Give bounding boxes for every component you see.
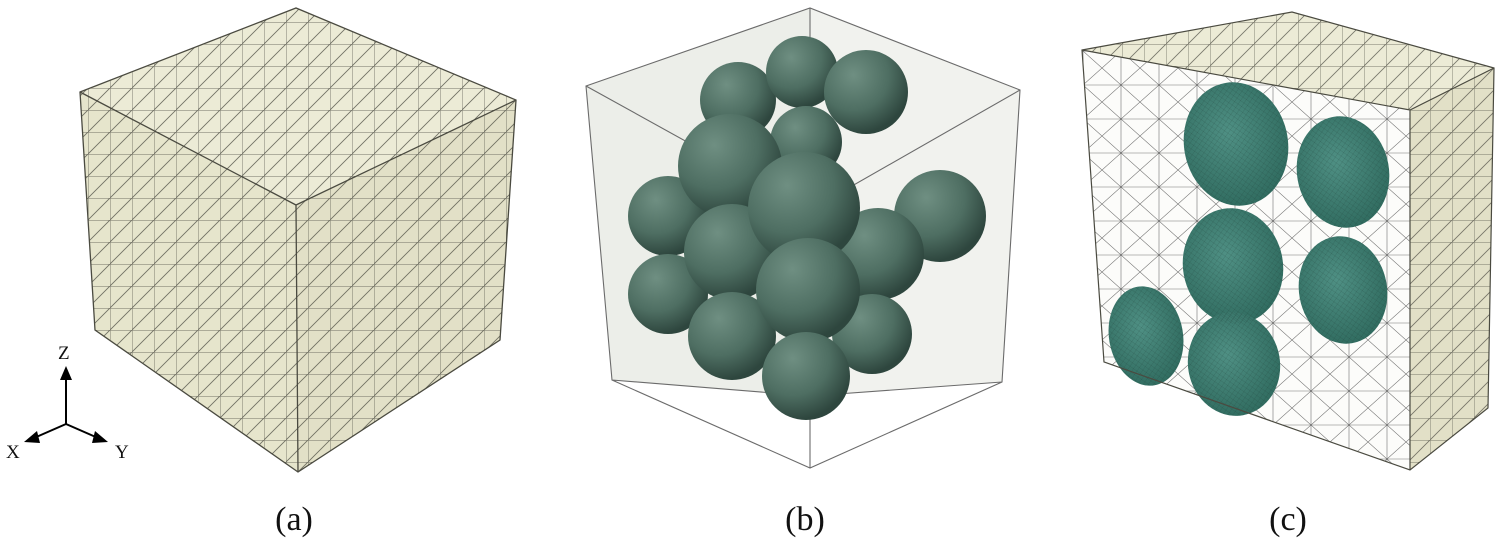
x-arrowhead <box>24 431 40 443</box>
section-top-face-mesh <box>1082 12 1494 110</box>
z-axis-label: Z <box>58 343 70 364</box>
sphere <box>756 238 860 342</box>
y-axis-label: Y <box>115 442 129 463</box>
cube-right-face-mesh <box>296 100 516 472</box>
panel-c-cross-section <box>1081 11 1495 471</box>
z-arrowhead <box>60 366 72 380</box>
sphere <box>766 36 838 108</box>
x-axis-label: X <box>6 442 20 463</box>
sphere <box>748 152 860 264</box>
cube-edges <box>79 7 517 473</box>
cube-left-face-mesh <box>80 92 298 472</box>
sphere <box>762 332 850 420</box>
section-edges <box>1081 11 1495 471</box>
x-axis-arrow <box>33 423 67 439</box>
caption-panel-c: (c) <box>1269 501 1307 538</box>
panel-a-meshed-cube <box>79 7 517 473</box>
caption-panel-a: (a) <box>275 501 313 538</box>
sphere-cluster <box>628 36 986 420</box>
y-arrowhead <box>92 431 108 443</box>
sphere <box>824 50 908 134</box>
coordinate-triad <box>24 366 108 443</box>
inclusion-group <box>1108 82 1390 416</box>
section-right-face-mesh <box>1410 68 1494 470</box>
caption-panel-b: (b) <box>785 501 825 538</box>
y-axis-arrow <box>65 423 99 439</box>
cube-top-face-mesh <box>80 8 516 205</box>
sphere <box>628 254 708 334</box>
panel-b-spheres-box <box>585 7 1021 469</box>
sphere <box>688 292 776 380</box>
